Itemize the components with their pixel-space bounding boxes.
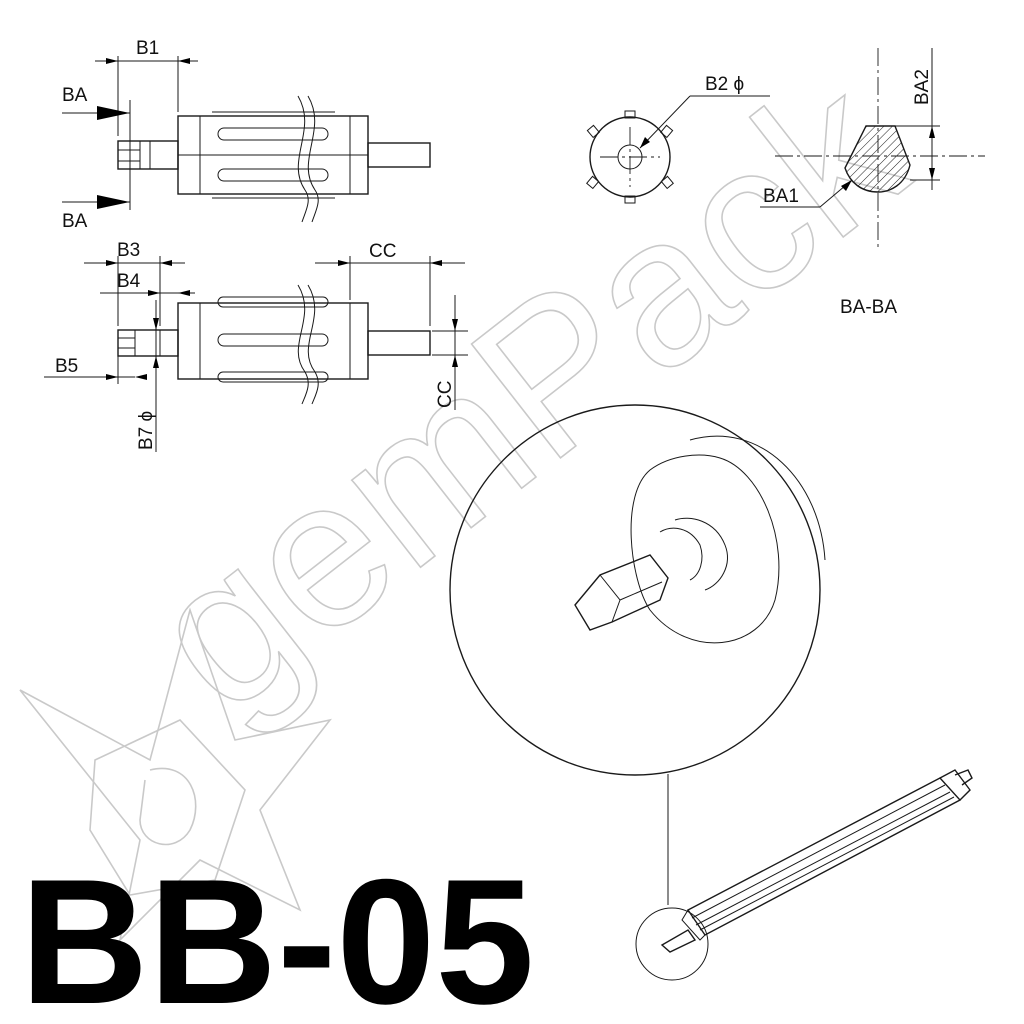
detail-view-circle xyxy=(449,404,826,905)
label-ba2: BA2 xyxy=(912,69,933,105)
section-ba-ba: BA2 BA1 BA-BA xyxy=(760,48,985,318)
watermark-text: gemPack xyxy=(108,31,943,756)
roller-end-view: B2 ϕ xyxy=(586,74,770,204)
dimension-b3: B3 xyxy=(84,240,185,326)
dimension-cc-vertical: CC xyxy=(432,295,468,410)
label-ba-top: BA xyxy=(62,85,88,106)
label-cc-side: CC xyxy=(435,381,456,408)
label-b2: B2 ϕ xyxy=(705,74,744,95)
part-code: BB-05 xyxy=(20,842,534,1024)
label-ba1: BA1 xyxy=(763,186,799,207)
label-cc-top: CC xyxy=(369,241,396,262)
section-cut-ba: BA BA xyxy=(62,85,131,232)
dimension-cc-horizontal: CC xyxy=(315,241,465,326)
roller-side-view-top xyxy=(117,95,431,223)
dimension-b1: B1 xyxy=(95,38,198,136)
dimension-b5: B5 xyxy=(44,356,147,384)
label-b3: B3 xyxy=(117,240,140,261)
label-b4: B4 xyxy=(117,271,141,292)
roller-side-view-bottom xyxy=(117,284,431,405)
label-b1: B1 xyxy=(136,38,159,59)
label-b5: B5 xyxy=(55,356,78,377)
dimension-b7: B7 ϕ xyxy=(136,300,159,452)
roller-3d-view xyxy=(635,769,973,981)
label-b7: B7 ϕ xyxy=(136,411,157,450)
dimension-b4: B4 xyxy=(100,271,195,296)
label-section-ba-ba: BA-BA xyxy=(840,297,897,318)
label-ba-bottom: BA xyxy=(62,211,88,232)
